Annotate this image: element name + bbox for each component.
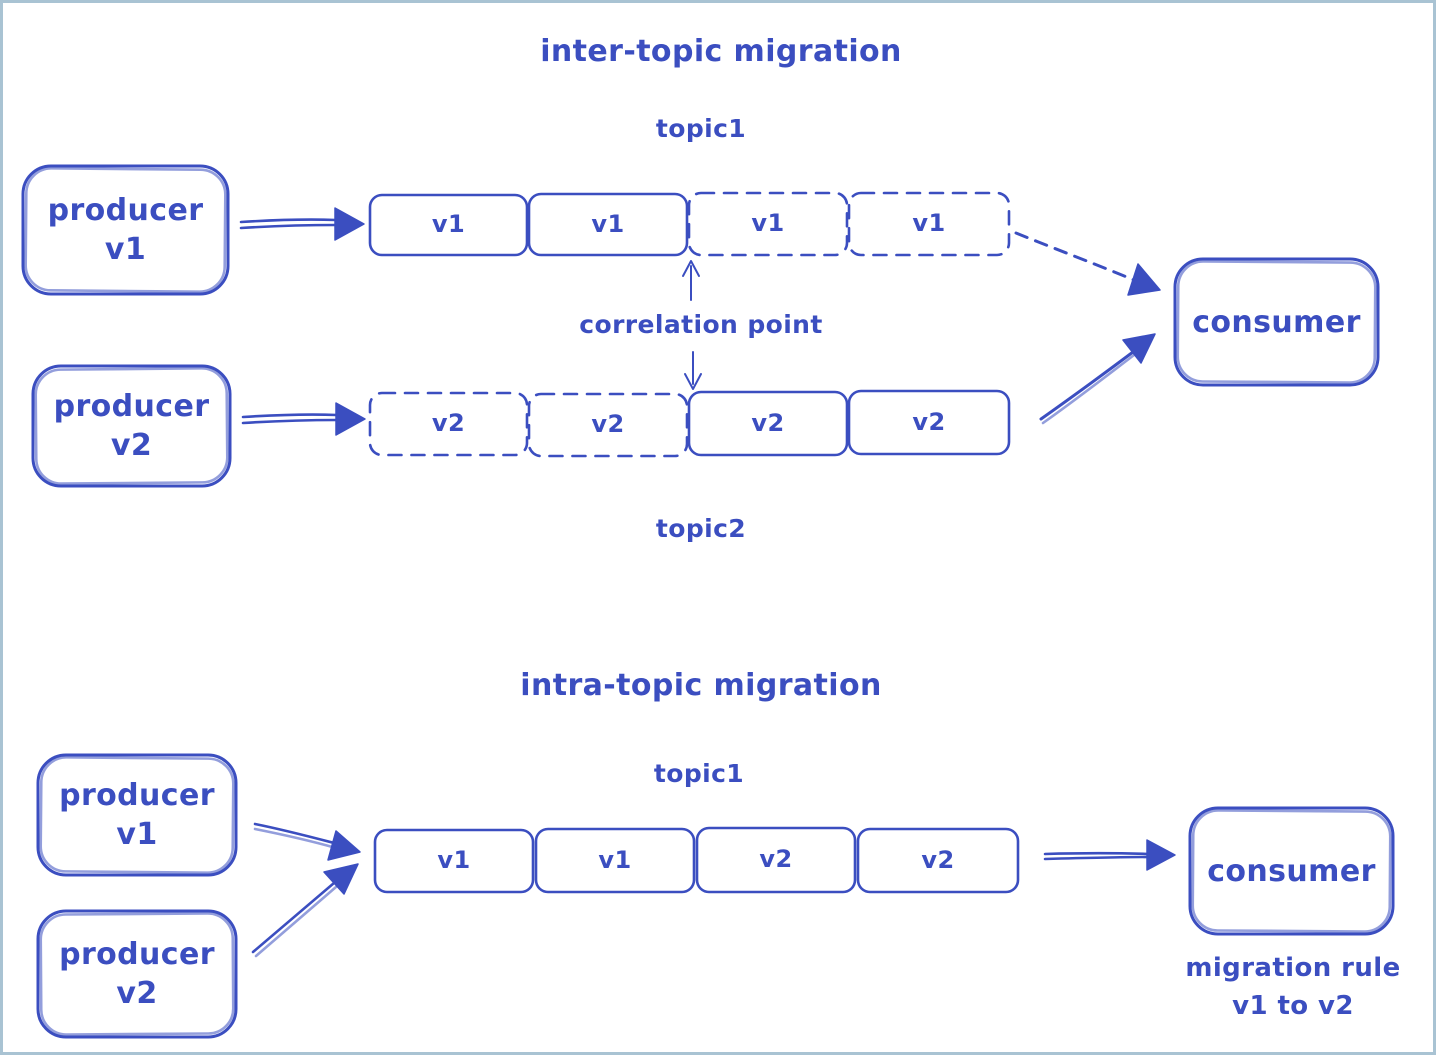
intra-topic1-msg-1-label: v1	[437, 846, 471, 875]
intra-topic1-msg-4	[856, 827, 1020, 894]
intra-topic1-msg-3-label: v2	[759, 845, 793, 874]
inter-topic2-label: topic2	[655, 513, 747, 543]
inter-topic1-label: topic1	[655, 113, 747, 143]
intra-producer-v2-box-sketch	[39, 912, 235, 1036]
intra-topic1-msg-4-label: v2	[921, 845, 955, 874]
inter-producer-v1-arrow	[239, 207, 365, 241]
intra-consumer-box-sketch	[1191, 809, 1392, 933]
producer-version: v2	[110, 428, 153, 463]
inter-consumer-label: consumer	[1192, 304, 1361, 340]
inter-topic2-msg-3	[687, 390, 849, 457]
inter-topic2-msg-2-label: v2	[591, 410, 625, 439]
inter-topic1-msg-1	[368, 193, 529, 257]
intra-row-consumer-arrow	[1043, 839, 1176, 871]
inter-topic1-msg-1-label: v1	[431, 210, 466, 239]
inter-producer-v1-box	[21, 164, 230, 296]
inter-topic2-msg-1	[368, 391, 529, 457]
producer-version: v1	[116, 817, 158, 852]
inter-topic2-msg-4-label: v2	[912, 407, 946, 436]
inter-producer-v2-box-sketch	[34, 367, 229, 485]
inter-producer-v2-label: producer v2	[33, 371, 230, 481]
inter-topic2-msg-4	[847, 389, 1011, 456]
correlation-up-arrow	[682, 260, 700, 301]
inter-producer-v1-box-sketch	[24, 167, 227, 293]
migration-rule-note-line2: v1 to v2	[1232, 991, 1354, 1022]
inter-topic1-msg-2	[527, 192, 689, 257]
shapes-layer	[21, 164, 1395, 1039]
producer-word: producer	[47, 193, 204, 228]
intra-title: intra-topic migration	[520, 667, 882, 703]
inter-consumer-box-sketch	[1176, 260, 1377, 384]
intra-topic1-msg-2	[534, 827, 696, 894]
inter-topic1-msg-4-label: v1	[912, 209, 946, 238]
producer-word: producer	[53, 389, 210, 424]
inter-topic2-msg-3-label: v2	[751, 408, 785, 437]
inter-producer-v1-label: producer v1	[23, 171, 228, 289]
inter-producer-v2-box	[31, 364, 232, 488]
intra-producer-v1-label: producer v1	[38, 759, 236, 871]
inter-title: inter-topic migration	[540, 33, 902, 69]
intra-topic1-label: topic1	[653, 758, 745, 788]
intra-topic1-msg-3	[695, 826, 857, 894]
inter-topic2-consumer-arrow	[1039, 333, 1156, 425]
inter-topic1-msg-3-label: v1	[751, 209, 785, 238]
inter-topic1-msg-3	[687, 191, 849, 257]
intra-topic1-msg-2-label: v1	[598, 845, 632, 874]
inter-topic1-msg-4	[847, 191, 1011, 257]
correlation-down-arrow	[684, 351, 702, 390]
inter-topic2-msg-2	[527, 392, 689, 458]
producer-version: v1	[104, 232, 147, 267]
intra-consumer-box	[1188, 806, 1395, 936]
correlation-point-label: correlation point	[579, 309, 823, 339]
intra-producer-v2-arrow	[251, 863, 359, 958]
intra-producer-v2-label: producer v2	[38, 916, 236, 1032]
inter-topic1-msg-2-label: v1	[591, 209, 625, 238]
migration-rule-note-line1: migration rule	[1185, 953, 1401, 984]
producer-word: producer	[59, 778, 215, 813]
producer-word: producer	[59, 937, 215, 972]
intra-producer-v2-box	[36, 909, 238, 1039]
intra-consumer-label: consumer	[1207, 853, 1376, 889]
intra-producer-v1-arrow	[253, 822, 361, 861]
inter-topic1-consumer-dashed-arrow	[1014, 231, 1161, 296]
intra-producer-v1-box	[36, 753, 238, 877]
producer-version: v2	[116, 976, 158, 1011]
inter-consumer-box	[1173, 257, 1380, 387]
inter-producer-v2-arrow	[241, 402, 366, 436]
intra-producer-v1-box-sketch	[39, 756, 235, 874]
intra-topic1-msg-1	[373, 828, 535, 894]
inter-topic2-msg-1-label: v2	[431, 409, 466, 438]
